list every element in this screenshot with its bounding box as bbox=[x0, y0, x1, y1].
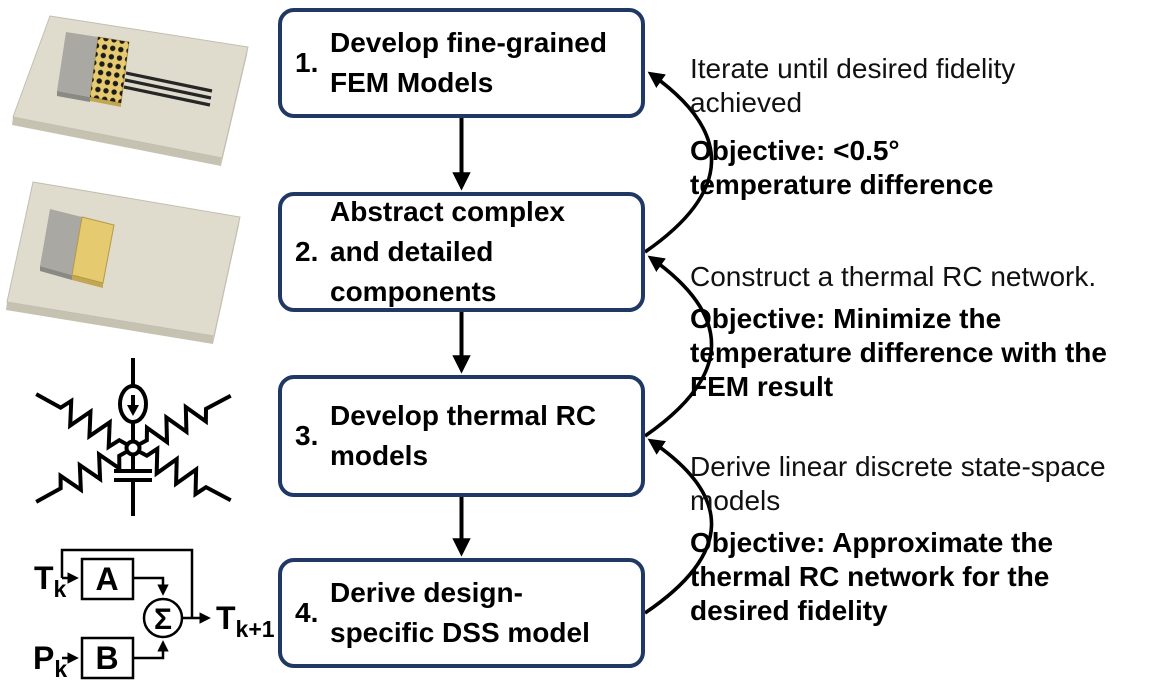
annotation-objective: Objective: <0.5° temperature difference bbox=[690, 135, 994, 200]
annotation-note: Derive linear discrete state-space model… bbox=[690, 451, 1106, 516]
matrix-b-box bbox=[80, 636, 135, 680]
step-box-1: 1. Develop fine-grained FEM Models bbox=[278, 8, 645, 118]
step-number: 3. bbox=[295, 420, 319, 451]
board-bottom-side bbox=[6, 302, 214, 344]
abstract-chip-image bbox=[6, 181, 241, 344]
annotation-step1: Iterate until desired fidelity achieved … bbox=[690, 52, 1160, 202]
tk-label: Tk bbox=[34, 560, 67, 602]
annotation-step3: Derive linear discrete state-space model… bbox=[690, 450, 1160, 628]
die-front-side bbox=[57, 91, 90, 102]
iterate-arc-step4-to-step3 bbox=[643, 438, 714, 615]
flow-connectors bbox=[452, 71, 714, 615]
feedback-line bbox=[60, 548, 194, 618]
trace-lines bbox=[123, 71, 213, 107]
resistor-upper-right bbox=[133, 386, 236, 455]
resistor-upper-left bbox=[28, 382, 136, 457]
tk1-label: Tk+1 bbox=[216, 600, 275, 642]
gold-block-front-side bbox=[72, 275, 103, 288]
resistor-lower-left bbox=[28, 439, 136, 514]
step-label: Develop fine-grained FEM Models bbox=[330, 27, 607, 98]
annotation-step2: Construct a thermal RC network. Objectiv… bbox=[690, 260, 1160, 404]
pin-array-dots bbox=[90, 37, 129, 103]
a-to-sum-line bbox=[133, 576, 169, 596]
die-gray-block bbox=[57, 32, 98, 97]
annotation-objective: Objective: Approximate the thermal RC ne… bbox=[690, 527, 1054, 626]
annotation-note: Construct a thermal RC network. bbox=[690, 261, 1097, 292]
annotation-objective: Objective: Minimize the temperature diff… bbox=[690, 303, 1107, 402]
matrix-a-label: A bbox=[95, 561, 118, 597]
step-number: 2. bbox=[295, 236, 319, 267]
sum-symbol: Σ bbox=[154, 603, 172, 636]
resistor-lower-right bbox=[133, 441, 236, 510]
dss-block-diagram: Tk Pk A B Σ Tk+1 bbox=[33, 548, 275, 682]
step-label: Derive design- specific DSS model bbox=[330, 577, 590, 648]
matrix-a-box bbox=[80, 557, 135, 601]
iterate-arc-step3-to-step2 bbox=[643, 255, 714, 438]
pin-array-front-side bbox=[90, 97, 121, 107]
current-source-arrowhead bbox=[127, 405, 139, 416]
iterate-arc-step2-to-step1 bbox=[643, 71, 714, 254]
step-box-4: 4. Derive design- specific DSS model bbox=[278, 558, 645, 668]
matrix-b-label: B bbox=[95, 640, 118, 676]
fem-chip-image bbox=[12, 15, 249, 166]
gold-block bbox=[71, 216, 115, 284]
step-number: 1. bbox=[295, 47, 319, 78]
rc-network-schematic bbox=[28, 358, 236, 516]
step-label: Abstract complex and detailed components bbox=[330, 196, 565, 307]
step-label: Develop thermal RC models bbox=[330, 400, 597, 471]
thermal-node bbox=[124, 439, 142, 457]
pk-label: Pk bbox=[33, 640, 67, 682]
step-box-2: 2. Abstract complex and detailed compone… bbox=[278, 192, 645, 312]
annotation-note: Iterate until desired fidelity achieved bbox=[690, 53, 1016, 118]
board-bottom-side bbox=[12, 117, 222, 166]
b-to-sum-line bbox=[133, 640, 169, 660]
gray-block bbox=[40, 209, 82, 275]
step-box-3: 3. Develop thermal RC models bbox=[278, 375, 645, 497]
step-number: 4. bbox=[295, 597, 319, 628]
gray-block-front-side bbox=[40, 266, 72, 280]
